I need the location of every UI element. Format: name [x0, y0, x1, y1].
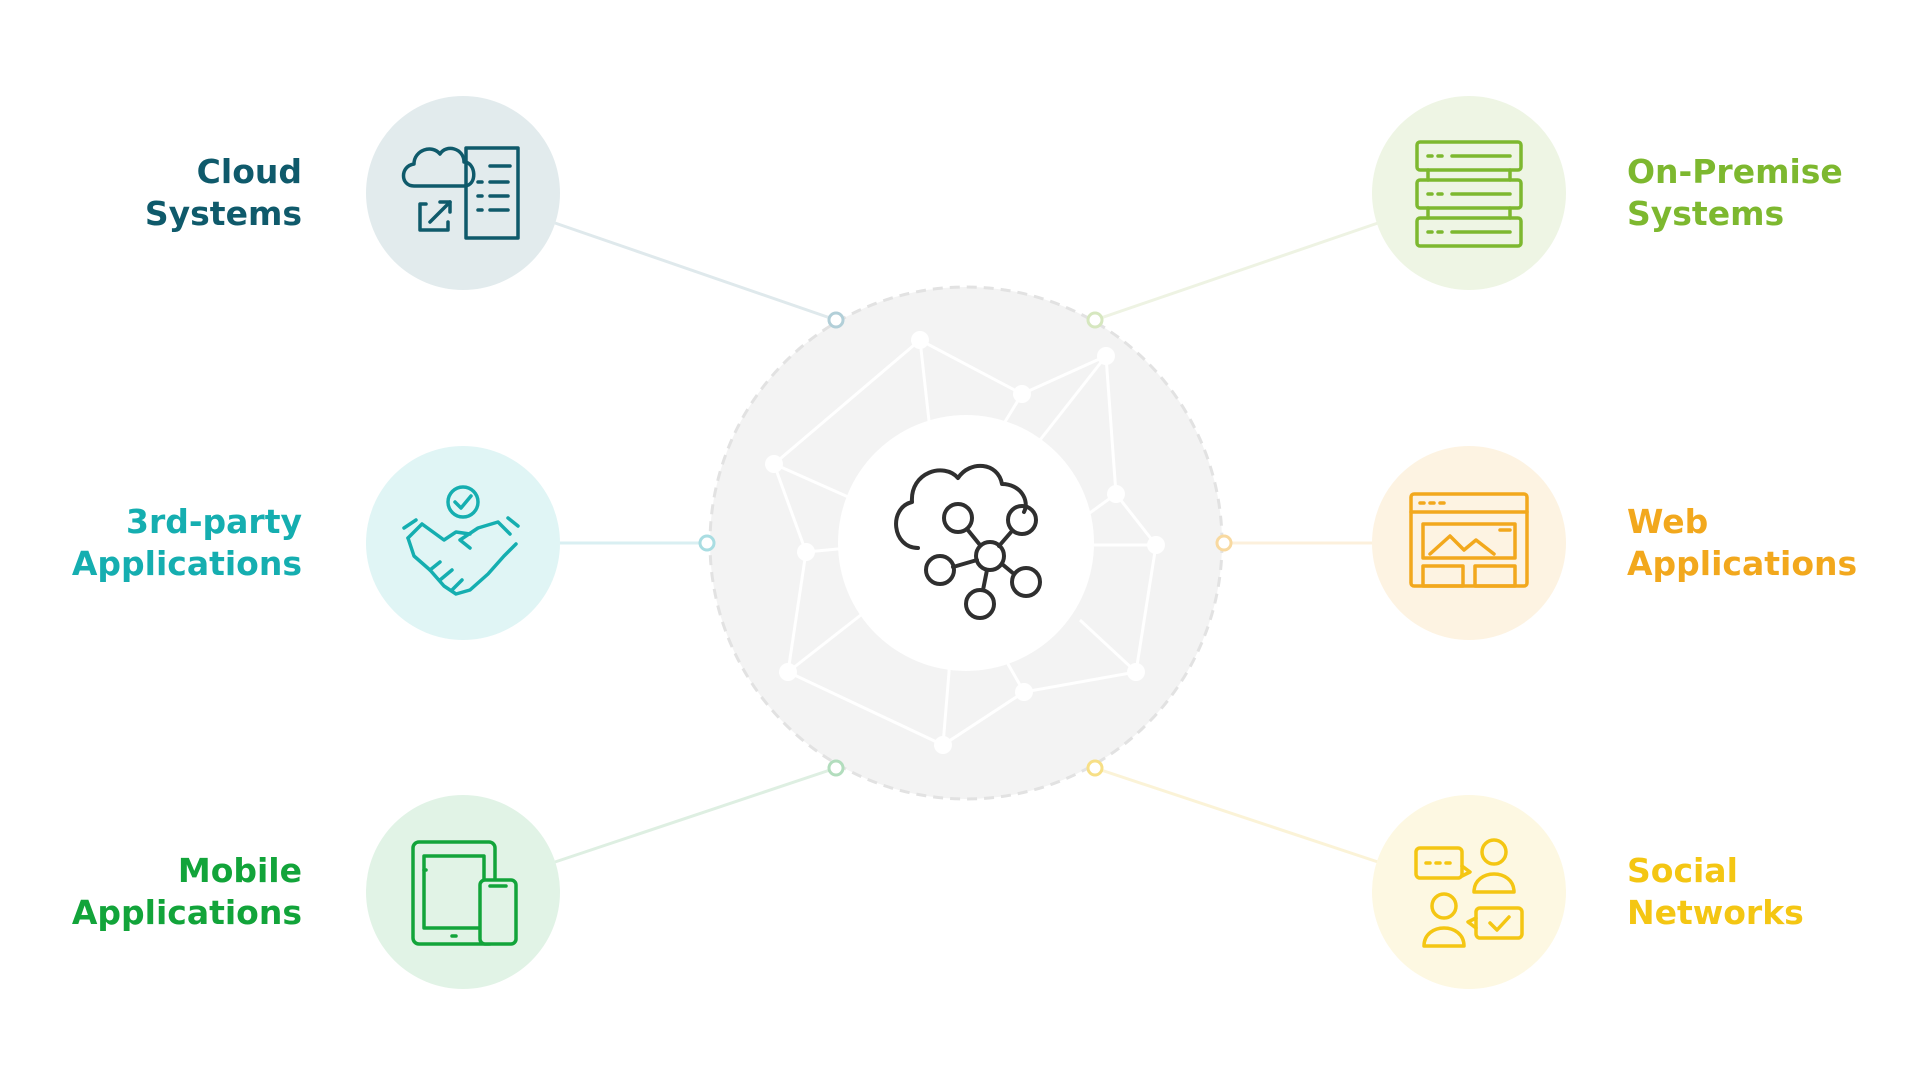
hub-inner-circle	[838, 415, 1094, 671]
label-line: Web	[1627, 502, 1709, 541]
label-on-premise-systems: On-Premise Systems	[1627, 151, 1843, 235]
browser-window-icon	[1409, 492, 1529, 588]
server-icon	[1415, 140, 1523, 248]
handshake-icon	[402, 485, 520, 596]
mesh-nodes	[765, 331, 1165, 754]
label-line: Systems	[1627, 194, 1785, 233]
node-circle-social-networks	[1372, 795, 1566, 989]
label-third-party-applications: 3rd-party Applications	[72, 501, 302, 585]
dot-mobile-applications	[827, 759, 845, 777]
connector-dots	[698, 311, 1233, 777]
cloud-network-icon	[894, 463, 1042, 620]
label-line: Mobile	[177, 851, 302, 890]
label-line: Social	[1627, 851, 1738, 890]
connectors	[554, 221, 1379, 864]
central-hub	[708, 285, 1224, 801]
connector-social-networks	[1094, 766, 1379, 864]
label-line: Applications	[1627, 544, 1858, 583]
label-line: Applications	[71, 893, 302, 932]
label-line: Cloud	[196, 152, 302, 191]
dot-third-party-applications	[698, 534, 716, 552]
label-line: Systems	[144, 194, 302, 233]
connector-mobile-applications	[554, 766, 837, 864]
tablet-phone-icon	[411, 840, 518, 946]
dot-social-networks	[1086, 759, 1104, 777]
label-line: Applications	[71, 544, 302, 583]
dot-web-applications	[1215, 534, 1233, 552]
label-mobile-applications: Mobile Applications	[72, 850, 302, 934]
node-circle-cloud-systems	[366, 96, 560, 290]
label-line: Networks	[1627, 893, 1804, 932]
connector-cloud-systems	[554, 221, 837, 322]
label-social-networks: Social Networks	[1627, 850, 1804, 934]
cloud-document-icon	[401, 146, 520, 240]
node-circle-mobile-applications	[366, 795, 560, 989]
node-circle-web-applications	[1372, 446, 1566, 640]
label-line: 3rd-party	[125, 502, 302, 541]
connector-on-premise-systems	[1094, 221, 1379, 322]
chat-users-icon	[1414, 838, 1524, 948]
label-line: On-Premise	[1627, 152, 1843, 191]
label-web-applications: Web Applications	[1627, 501, 1857, 585]
dot-cloud-systems	[827, 311, 845, 329]
dot-on-premise-systems	[1086, 311, 1104, 329]
label-cloud-systems: Cloud Systems	[145, 151, 302, 235]
